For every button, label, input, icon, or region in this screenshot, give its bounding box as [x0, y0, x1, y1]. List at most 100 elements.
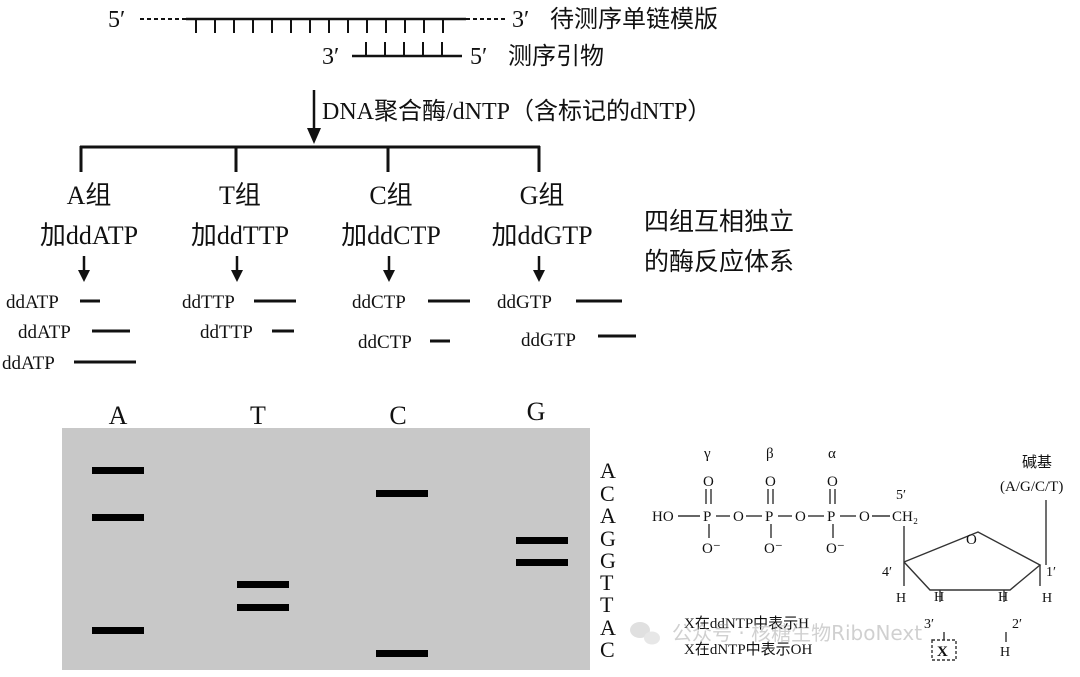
branch-bracket: [79, 145, 541, 172]
gel-lane-label-g: G: [527, 397, 546, 426]
base-options: (A/G/C/T): [1000, 479, 1063, 495]
group-c-reagent: 加ddCTP: [341, 221, 441, 250]
phosphate-oxo: O: [703, 474, 714, 490]
fragment-label: ddATP: [6, 292, 59, 313]
group-arrows: [78, 256, 545, 282]
position-5prime: 5′: [896, 488, 906, 503]
primer-5prime: 5′: [470, 44, 487, 70]
independent-note-line1: 四组互相独立: [644, 207, 794, 236]
base-label: 碱基: [1022, 453, 1052, 471]
gel-lane-label-c: C: [389, 401, 406, 430]
gel-band: [516, 537, 568, 544]
group-g-name: G组: [520, 181, 565, 210]
template-label: 待测序单链模版: [550, 5, 718, 33]
gel-band: [376, 490, 428, 497]
dntp-structure: γ β α O O O HO P O P O P O CH₂ O⁻ O⁻ O⁻ …: [652, 446, 1063, 661]
group-a-reagent: 加ddATP: [40, 221, 138, 250]
greek-alpha: α: [828, 446, 836, 462]
position-2prime: 2′: [1012, 617, 1022, 632]
gel-bands: [92, 467, 568, 657]
primer-base-ticks: [365, 42, 443, 56]
reaction-groups: A组 加ddATP T组 加ddTTP C组 加ddCTP G组 加ddGTP: [40, 181, 593, 250]
x-substituent-box: [931, 639, 957, 661]
primer-3prime: 3′: [322, 44, 339, 70]
position-1prime: 1′: [1046, 565, 1056, 580]
fragment-label: ddATP: [18, 322, 71, 343]
fragments-g: ddGTP ddGTP: [497, 292, 636, 351]
gel-lane-label-t: T: [250, 401, 266, 430]
ring-oxygen: O: [966, 532, 977, 548]
sequence-letter: G: [600, 548, 616, 573]
chain-o: O: [795, 509, 806, 525]
primer-strand: 3′ 5′ 测序引物: [322, 42, 604, 70]
gel-band: [92, 514, 144, 521]
wechat-icon: [630, 622, 660, 645]
chain-o: O: [859, 509, 870, 525]
sequence-letter: G: [600, 526, 616, 551]
chain-p: P: [703, 509, 711, 525]
note-ddntp: X在ddNTP中表示H: [684, 615, 809, 632]
template-3prime: 3′: [512, 7, 529, 33]
fragment-label: ddTTP: [200, 322, 253, 343]
hydrogen: H: [1042, 591, 1052, 606]
group-t-name: T组: [219, 181, 261, 210]
phosphate-oxide: O⁻: [764, 541, 783, 557]
gel-band: [376, 650, 428, 657]
independent-note-line2: 的酶反应体系: [644, 247, 794, 276]
sequence-letter: T: [600, 592, 614, 617]
group-c-name: C组: [369, 181, 412, 210]
template-base-ticks: [195, 20, 444, 33]
reaction-label: DNA聚合酶/dNTP（含标记的dNTP）: [322, 98, 711, 125]
phosphate-oxide: O⁻: [826, 541, 845, 557]
gel-sequence-readout: A C A G G T T A C: [600, 458, 616, 662]
watermark-text: 公众号 · 核糖生物RiboNext: [672, 621, 922, 645]
x-substituent: X: [937, 644, 948, 660]
greek-gamma: γ: [703, 446, 711, 462]
gel-band: [237, 604, 289, 611]
phosphate-oxo: O: [827, 474, 838, 490]
fragment-label: ddCTP: [352, 292, 406, 313]
fragment-label: ddCTP: [358, 332, 412, 353]
sequence-letter: A: [600, 503, 616, 528]
sequence-letter: A: [600, 615, 616, 640]
phosphate-oxide: O⁻: [702, 541, 721, 557]
fragments-t: ddTTP ddTTP: [182, 292, 296, 343]
position-4prime: 4′: [882, 565, 892, 580]
hydrogen: H: [934, 590, 944, 605]
gel-band: [237, 581, 289, 588]
sequence-letter: C: [600, 481, 615, 506]
position-3prime: 3′: [924, 617, 934, 632]
chain-p: P: [765, 509, 773, 525]
gel-band: [92, 467, 144, 474]
chain-p: P: [827, 509, 835, 525]
sequence-letter: T: [600, 570, 614, 595]
gel-background: [62, 428, 590, 670]
hydrogen: H: [998, 590, 1008, 605]
fragment-label: ddATP: [2, 353, 55, 374]
sequence-letter: A: [600, 458, 616, 483]
gel: A T C G A C A G G T T A C: [62, 397, 616, 670]
hydrogen: H: [896, 591, 906, 606]
group-t-reagent: 加ddTTP: [191, 221, 289, 250]
group-a-name: A组: [67, 181, 112, 210]
fragment-label: ddGTP: [497, 292, 552, 313]
fragment-label: ddTTP: [182, 292, 235, 313]
fragments-c: ddCTP ddCTP: [352, 292, 470, 353]
chain-ho: HO: [652, 509, 674, 525]
greek-beta: β: [766, 446, 774, 462]
fragment-label: ddGTP: [521, 330, 576, 351]
hydrogen: H: [1000, 645, 1010, 660]
template-strand: 5′ 3′ 待测序单链模版: [108, 5, 718, 33]
sequence-letter: C: [600, 637, 615, 662]
fragments-a: ddATP ddATP ddATP: [2, 292, 136, 374]
gel-band: [516, 559, 568, 566]
reaction-arrow: [307, 90, 321, 144]
primer-label: 测序引物: [508, 42, 604, 70]
gel-band: [92, 627, 144, 634]
phosphate-oxo: O: [765, 474, 776, 490]
chain-o: O: [733, 509, 744, 525]
gel-lane-label-a: A: [109, 401, 128, 430]
note-dntp: X在dNTP中表示OH: [684, 641, 813, 658]
group-g-reagent: 加ddGTP: [491, 221, 592, 250]
